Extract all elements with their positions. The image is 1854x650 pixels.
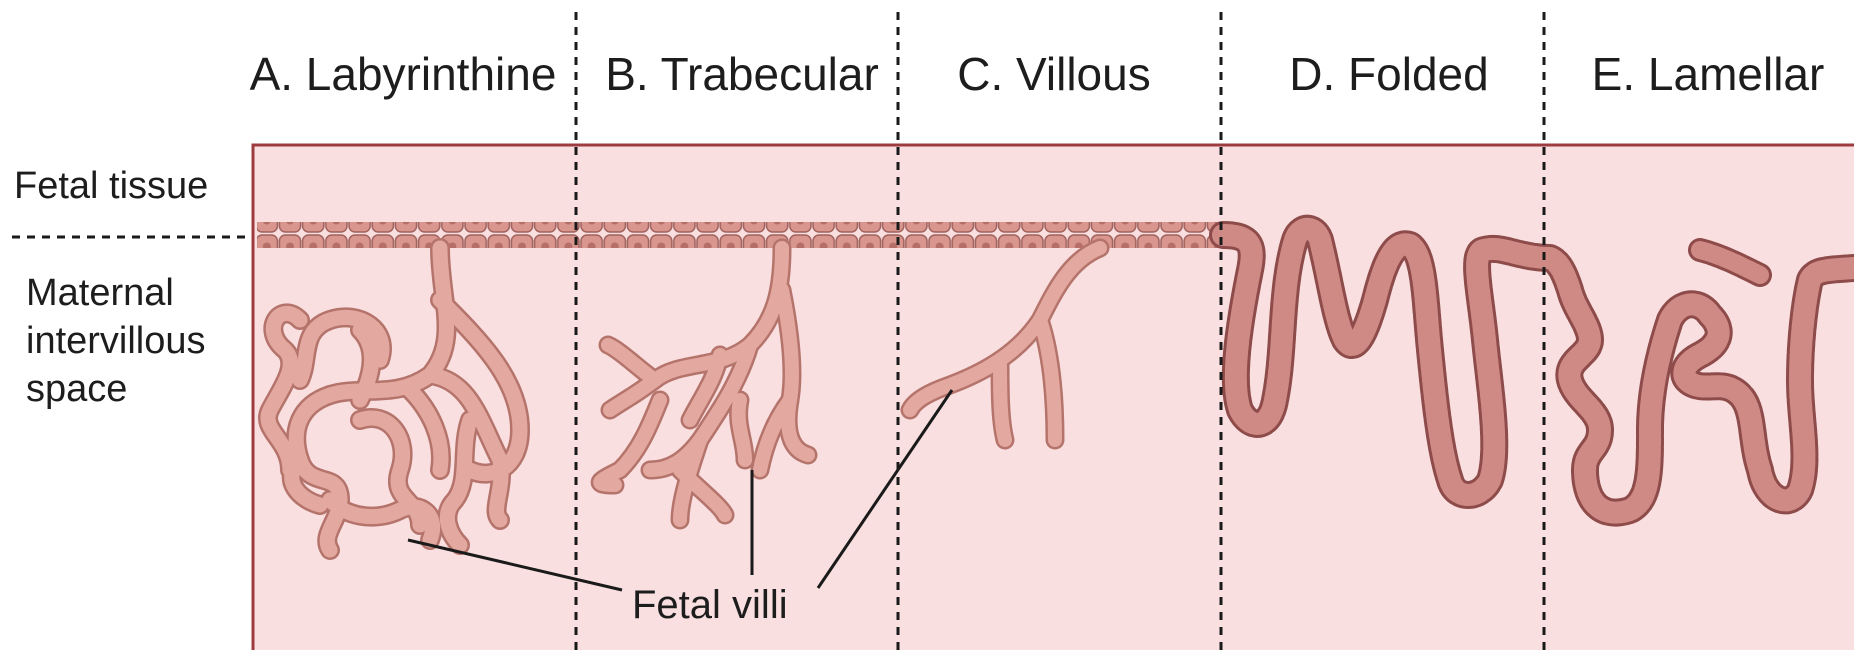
epithelium-layer [257, 222, 1223, 248]
fetal-tissue-label: Fetal tissue [14, 165, 208, 207]
panel-title-villous: C. Villous [957, 48, 1150, 100]
fetal-villi-label: Fetal villi [632, 583, 788, 627]
panel-title-labyrinthine: A. Labyrinthine [250, 48, 557, 100]
maternal-label-line-3: space [26, 368, 127, 410]
maternal-label-line-2: intervillous [26, 320, 206, 362]
panel-title-lamellar: E. Lamellar [1592, 48, 1825, 100]
panel-title-folded: D. Folded [1289, 48, 1488, 100]
maternal-label-line-1: Maternal [26, 272, 174, 314]
panel-title-trabecular: B. Trabecular [605, 48, 879, 100]
